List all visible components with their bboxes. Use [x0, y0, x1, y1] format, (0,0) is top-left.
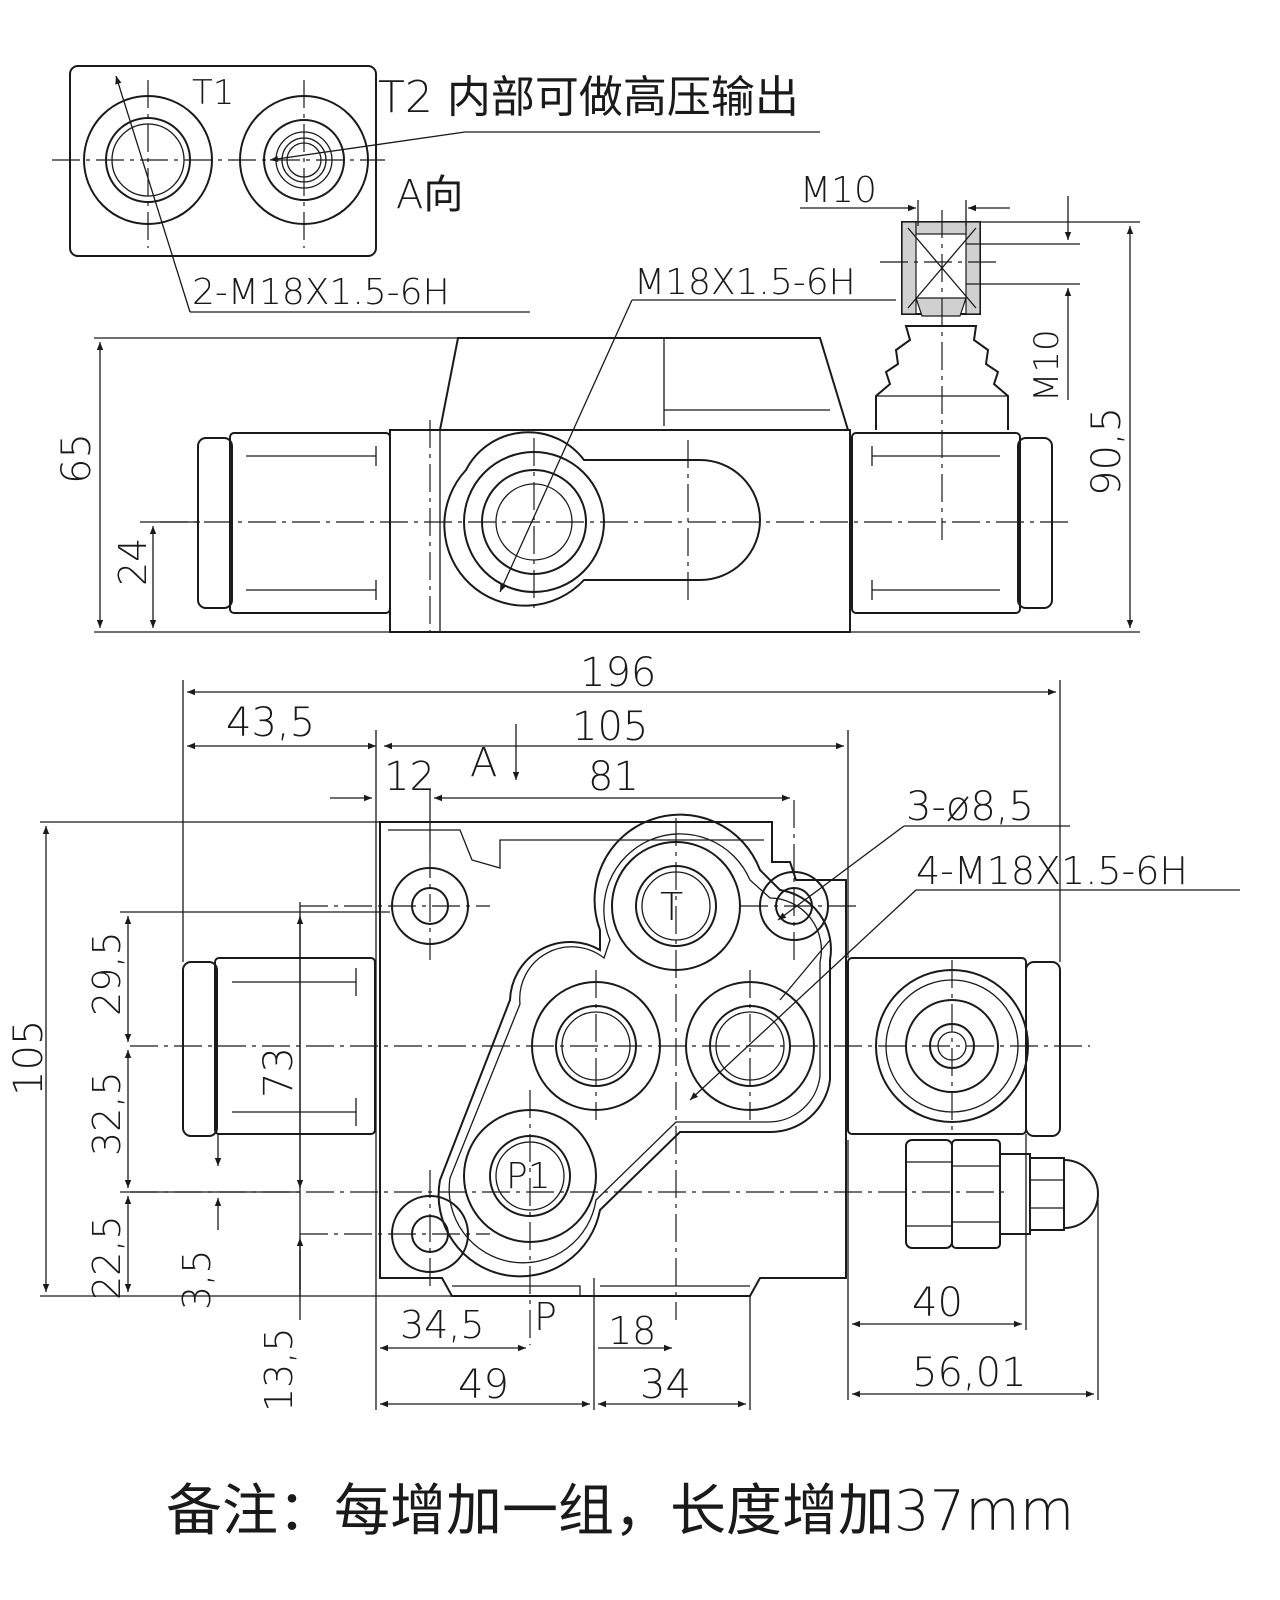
side-dim-65: 65	[54, 433, 100, 484]
dim-18: 18	[608, 1309, 656, 1353]
dim-196: 196	[580, 650, 656, 696]
side-dim-24: 24	[111, 538, 155, 586]
port-p-label: P	[534, 1295, 557, 1339]
view-a: T1 T2 内部可做高压输出 A向 2-M18X1.5-6H	[52, 65, 820, 313]
dim-32-5: 32,5	[85, 1071, 129, 1156]
mount-holes-label: 3-ø8,5	[906, 784, 1034, 830]
dim-81: 81	[588, 754, 639, 800]
dim-43-5: 43,5	[226, 700, 315, 746]
top-view: 196 43,5 105 A 12 81 3-ø8,5 4-M18X1.5-6H…	[6, 650, 1240, 1412]
dim-49: 49	[458, 1362, 509, 1408]
dim-40: 40	[912, 1280, 963, 1326]
side-dim-90-5: 90,5	[1084, 407, 1130, 496]
t2-note: T2 内部可做高压输出	[378, 72, 799, 123]
dim-22-5: 22,5	[85, 1215, 129, 1300]
dim-3-5: 3,5	[175, 1250, 219, 1310]
handle-thread-vertical: M10	[1027, 329, 1067, 402]
dim-56-01: 56,01	[912, 1350, 1027, 1396]
view-marker-a: A	[470, 740, 497, 786]
dim-105-height: 105	[6, 1020, 52, 1096]
footnote: 备注：每增加一组，长度增加37mm	[166, 1479, 1074, 1544]
side-port-thread: M18X1.5-6H	[634, 262, 856, 303]
ports-thread-label: 4-M18X1.5-6H	[916, 849, 1188, 893]
dim-29-5: 29,5	[85, 931, 129, 1016]
direction-label: A向	[396, 172, 463, 218]
side-view: 65 24 90,5 M10 M10 M18X1.5-6H	[54, 170, 1140, 633]
dim-73: 73	[256, 1047, 302, 1098]
dim-34: 34	[640, 1362, 691, 1408]
port-t-label: T	[660, 885, 683, 929]
handle-thread: M10	[800, 170, 877, 211]
side-port	[443, 431, 761, 607]
port-p1-label: P1	[506, 1156, 551, 1197]
t1-label: T1	[192, 73, 234, 113]
view-a-frame	[69, 65, 377, 257]
dim-13-5: 13,5	[257, 1327, 301, 1412]
adjust-screw	[905, 1139, 1099, 1249]
dim-105-width: 105	[572, 704, 648, 750]
dim-34-5: 34,5	[400, 1303, 485, 1347]
view-a-thread-label: 2-M18X1.5-6H	[192, 272, 450, 313]
dim-12: 12	[384, 754, 435, 800]
